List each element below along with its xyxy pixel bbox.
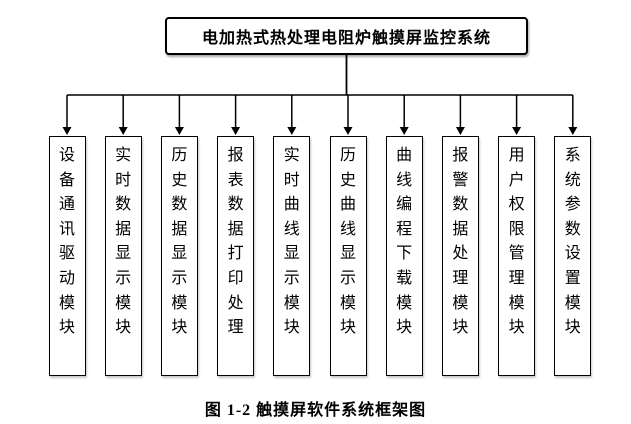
module-label: 实时曲线显示模块 <box>283 147 300 337</box>
module-box: 曲线编程下载模块 <box>385 136 423 376</box>
module-label: 报表数据打印处理 <box>227 147 244 337</box>
arrowhead-down-icon <box>343 127 353 135</box>
module-label: 用户权限管理模块 <box>508 147 525 337</box>
module-label: 报警数据处理模块 <box>452 147 469 337</box>
arrowhead-down-icon <box>174 127 184 135</box>
module-label: 实时数据显示模块 <box>115 147 132 337</box>
module-box: 实时数据显示模块 <box>104 136 142 376</box>
module-box: 报表数据打印处理 <box>217 136 255 376</box>
arrowhead-down-icon <box>399 127 409 135</box>
module-box: 实时曲线显示模块 <box>273 136 311 376</box>
arrowhead-down-icon <box>512 127 522 135</box>
module-box: 用户权限管理模块 <box>498 136 536 376</box>
arrowhead-down-icon <box>568 127 578 135</box>
module-box: 设备通讯驱动模块 <box>48 136 86 376</box>
figure-caption: 图 1-2 触摸屏软件系统框架图 <box>204 402 427 419</box>
arrowhead-down-icon <box>62 127 72 135</box>
module-box: 报警数据处理模块 <box>441 136 479 376</box>
diagram-title-box: 电加热式热处理电阻炉触摸屏监控系统 <box>165 17 528 55</box>
diagram-title: 电加热式热处理电阻炉触摸屏监控系统 <box>201 30 491 47</box>
module-box: 历史曲线显示模块 <box>329 136 367 376</box>
module-label: 系统参数设置模块 <box>564 147 581 337</box>
module-label: 设备通讯驱动模块 <box>58 147 75 337</box>
module-label: 历史曲线显示模块 <box>339 147 356 337</box>
arrowhead-down-icon <box>118 127 128 135</box>
module-label: 曲线编程下载模块 <box>396 147 413 337</box>
module-label: 历史数据显示模块 <box>171 147 188 337</box>
arrowhead-down-icon <box>231 127 241 135</box>
arrowhead-down-icon <box>287 127 297 135</box>
module-box: 历史数据显示模块 <box>160 136 198 376</box>
arrowhead-down-icon <box>455 127 465 135</box>
module-box: 系统参数设置模块 <box>554 136 592 376</box>
